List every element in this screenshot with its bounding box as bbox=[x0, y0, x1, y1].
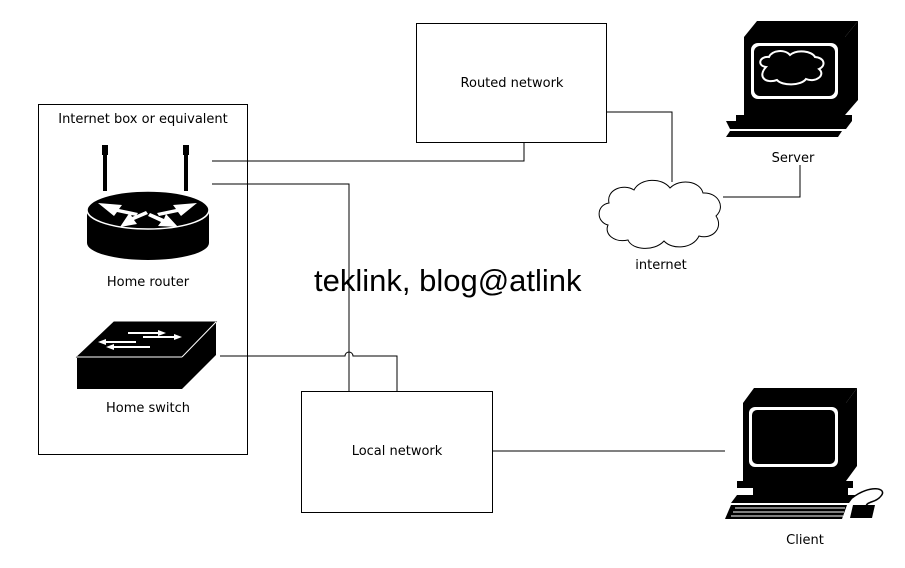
internet-box-container bbox=[38, 104, 248, 455]
watermark-text: teklink, blog@atlink bbox=[314, 263, 582, 298]
routed-network-label: Routed network bbox=[460, 76, 564, 91]
local-network-label: Local network bbox=[351, 444, 443, 459]
routed-network-box bbox=[416, 23, 607, 143]
edge-routed-internet bbox=[607, 111, 673, 182]
home-router-label: Home router bbox=[106, 275, 190, 290]
edge-internet-server bbox=[723, 165, 801, 198]
home-switch-label: Home switch bbox=[105, 401, 191, 416]
edge-router-routed bbox=[212, 143, 525, 162]
local-network-box bbox=[301, 391, 493, 513]
internet-label: internet bbox=[635, 258, 687, 273]
client-label: Client bbox=[786, 533, 824, 548]
internet-box-label: Internet box or equivalent bbox=[58, 112, 228, 127]
edge-router-local bbox=[212, 183, 350, 391]
server-label: Server bbox=[771, 151, 815, 166]
edge-switch-local bbox=[220, 351, 398, 391]
